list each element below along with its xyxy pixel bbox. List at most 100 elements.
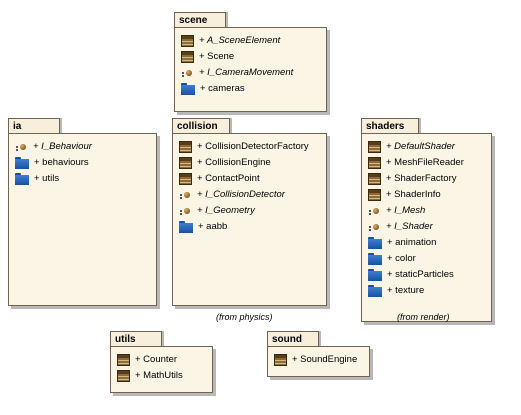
member-label: + staticParticles [387, 269, 454, 280]
package-member[interactable]: + A_SceneElement [181, 34, 280, 48]
package-member[interactable]: + I_CollisionDetector [179, 188, 285, 202]
class-icon [179, 141, 192, 153]
package-member[interactable]: + ShaderInfo [368, 188, 441, 202]
package-member[interactable]: + staticParticles [368, 268, 454, 282]
package-body-collision: + CollisionDetectorFactory + CollisionEng… [172, 133, 327, 306]
member-label: + animation [387, 237, 437, 248]
folder-icon [15, 157, 29, 169]
package-scene[interactable]: scene + A_SceneElement + Scene + I_CameraM… [174, 12, 327, 112]
package-member[interactable]: + MathUtils [117, 369, 183, 383]
shaders-origin-caption: (from render) [397, 312, 450, 322]
member-label: + I_CameraMovement [199, 67, 294, 78]
package-member[interactable]: + animation [368, 236, 436, 250]
package-name: sound [272, 334, 302, 345]
class-icon [368, 173, 381, 185]
package-tab-sound: sound [267, 331, 319, 347]
member-label: + I_Behaviour [33, 141, 92, 152]
class-icon [274, 354, 287, 366]
member-label: + MathUtils [135, 370, 183, 381]
class-icon [181, 35, 194, 47]
package-name: scene [179, 15, 208, 26]
class-icon [179, 173, 192, 185]
package-member[interactable]: + ContactPoint [179, 172, 260, 186]
package-member[interactable]: + color [368, 252, 416, 266]
member-label: + CollisionDetectorFactory [197, 141, 309, 152]
interface-icon [368, 205, 381, 217]
package-member[interactable]: + SoundEngine [274, 353, 357, 367]
package-name: ia [13, 121, 22, 132]
folder-icon [368, 253, 382, 265]
interface-icon [368, 221, 381, 233]
member-label: + aabb [198, 221, 228, 232]
class-icon [117, 354, 130, 366]
member-label: + utils [34, 173, 60, 184]
package-name: shaders [366, 121, 405, 132]
package-member[interactable]: + CollisionEngine [179, 156, 271, 170]
package-member[interactable]: + I_Shader [368, 220, 433, 234]
member-label: + behaviours [34, 157, 89, 168]
package-member[interactable]: + I_Behaviour [15, 140, 92, 154]
package-member[interactable]: + Scene [181, 50, 234, 64]
interface-icon [181, 67, 194, 79]
collision-origin-caption: (from physics) [216, 312, 273, 322]
class-icon [117, 370, 130, 382]
folder-icon [181, 83, 195, 95]
package-tab-utils: utils [110, 331, 162, 347]
member-label: + color [387, 253, 416, 264]
package-member[interactable]: + aabb [179, 220, 227, 234]
member-label: + ShaderInfo [386, 189, 441, 200]
package-name: utils [115, 334, 136, 345]
package-body-sound: + SoundEngine [267, 346, 370, 377]
package-member[interactable]: + texture [368, 284, 424, 298]
package-member[interactable]: + utils [15, 172, 59, 186]
member-label: + DefaultShader [386, 141, 455, 152]
folder-icon [368, 269, 382, 281]
interface-icon [15, 141, 28, 153]
package-member[interactable]: + I_CameraMovement [181, 66, 293, 80]
package-member[interactable]: + cameras [181, 82, 245, 96]
package-body-utils: + Counter + MathUtils [110, 346, 213, 393]
package-member[interactable]: + I_Geometry [179, 204, 255, 218]
package-member[interactable]: + behaviours [15, 156, 89, 170]
class-icon [368, 157, 381, 169]
package-body-ia: + I_Behaviour + behaviours + utils [8, 133, 157, 306]
member-label: + MeshFileReader [386, 157, 464, 168]
member-label: + SoundEngine [292, 354, 358, 365]
member-label: + I_Shader [386, 221, 433, 232]
member-label: + ShaderFactory [386, 173, 457, 184]
package-tab-collision: collision [172, 118, 230, 134]
member-label: + Scene [199, 51, 235, 62]
package-member[interactable]: + MeshFileReader [368, 156, 464, 170]
package-member[interactable]: + Counter [117, 353, 177, 367]
member-label: + cameras [200, 83, 245, 94]
package-shaders[interactable]: shaders + DefaultShader+ MeshFileReader+… [361, 118, 492, 322]
package-member[interactable]: + CollisionDetectorFactory [179, 140, 309, 154]
folder-icon [368, 285, 382, 297]
member-label: + texture [387, 285, 425, 296]
package-body-scene: + A_SceneElement + Scene + I_CameraMovemen… [174, 27, 327, 112]
package-utils[interactable]: utils + Counter + MathUtils [110, 331, 213, 393]
package-name: collision [177, 121, 218, 132]
package-member[interactable]: + I_Mesh [368, 204, 425, 218]
class-icon [179, 157, 192, 169]
package-tab-ia: ia [8, 118, 60, 134]
package-ia[interactable]: ia + I_Behaviour + behaviours + utils [8, 118, 157, 306]
package-body-shaders: + DefaultShader + MeshFileReader + ShaderF… [361, 133, 492, 322]
member-label: + I_Geometry [197, 205, 255, 216]
package-tab-shaders: shaders [361, 118, 419, 134]
interface-icon [179, 205, 192, 217]
folder-icon [368, 237, 382, 249]
member-label: + ContactPoint [197, 173, 260, 184]
member-label: + Counter [135, 354, 177, 365]
package-tab-scene: scene [174, 12, 226, 28]
class-icon [368, 189, 381, 201]
member-label: + I_CollisionDetector [197, 189, 285, 200]
package-member[interactable]: + ShaderFactory [368, 172, 457, 186]
class-icon [368, 141, 381, 153]
package-collision[interactable]: collision + CollisionDetectorFactory+ Co… [172, 118, 327, 306]
package-sound[interactable]: sound + SoundEngine [267, 331, 370, 377]
package-member[interactable]: + DefaultShader [368, 140, 455, 154]
interface-icon [179, 189, 192, 201]
member-label: + I_Mesh [386, 205, 426, 216]
